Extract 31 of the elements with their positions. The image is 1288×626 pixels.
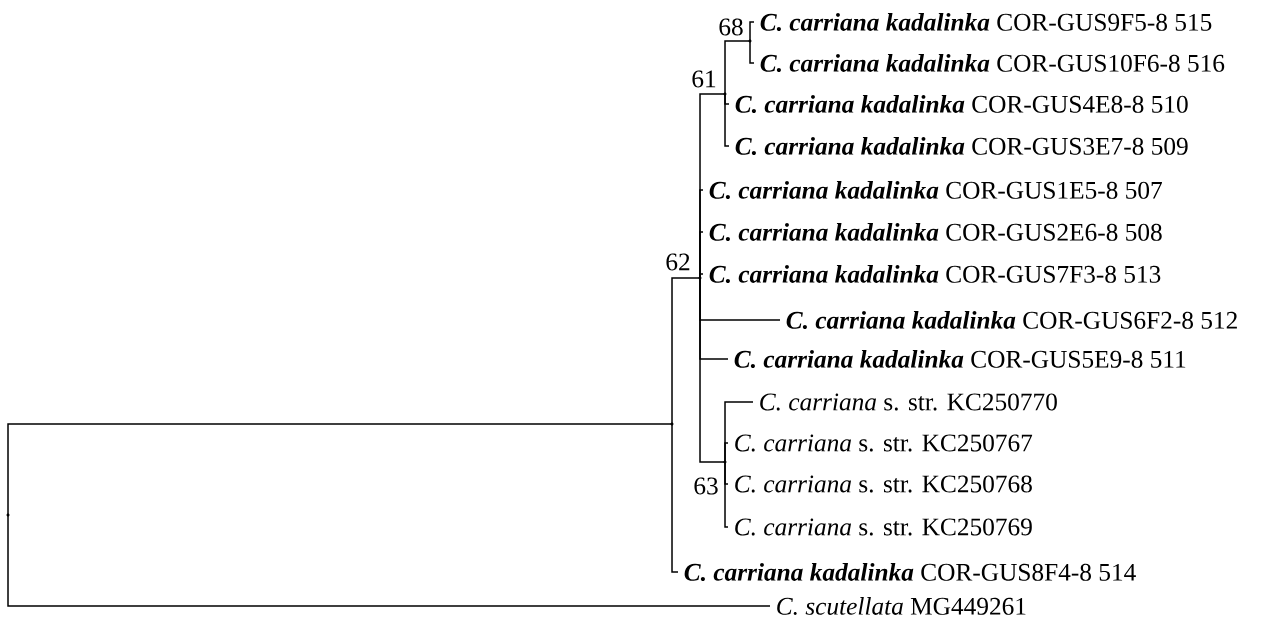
tree-branch (7, 423, 673, 516)
taxon-label: C. carriana kadalinka COR-GUS8F4-8 514 (684, 563, 1136, 581)
tree-branch (7, 514, 771, 607)
taxon-label: C. carriana s. str. KC250768 (735, 475, 1032, 493)
bootstrap-value: 68 (719, 18, 743, 36)
tree-branch (724, 40, 751, 95)
bootstrap-value: 61 (692, 70, 716, 88)
taxon-label: C. carriana kadalinka COR-GUS9F5-8 515 (760, 13, 1212, 31)
tree-branch (724, 442, 729, 463)
taxon-label: C. carriana s. str. KC250770 (760, 393, 1057, 411)
taxon-label: C. carriana kadalinka COR-GUS3E7-8 509 (735, 137, 1188, 155)
bootstrap-value: 62 (666, 253, 690, 271)
tree-branch (724, 461, 729, 528)
tree-branch (699, 277, 726, 463)
taxon-label: C. carriana kadalinka COR-GUS5E9-8 511 (734, 350, 1186, 368)
taxon-label: C. carriana s. str. KC250767 (735, 434, 1033, 452)
taxon-label: C. carriana kadalinka COR-GUS2E6-8 508 (709, 223, 1162, 241)
taxon-label: C. carriana s. str. KC250769 (735, 518, 1032, 536)
taxon-label: C. carriana kadalinka COR-GUS1E5-8 507 (709, 181, 1162, 199)
taxon-label: C. scutellata MG449261 (777, 597, 1026, 615)
taxon-label: C. carriana kadalinka COR-GUS7F3-8 513 (709, 265, 1161, 283)
bootstrap-value: 63 (694, 477, 718, 495)
taxon-label: C. carriana kadalinka COR-GUS4E8-8 510 (735, 95, 1188, 113)
taxon-label: C. carriana kadalinka COR-GUS10F6-8 516 (760, 54, 1225, 72)
tree-branch (671, 277, 701, 425)
tree-branch (724, 93, 730, 147)
tree-branch (749, 40, 755, 64)
tree-branch (671, 423, 679, 573)
taxon-label: C. carriana kadalinka COR-GUS6F2-8 512 (786, 311, 1237, 329)
tree-branch (749, 21, 755, 42)
tree-branch (699, 273, 704, 279)
